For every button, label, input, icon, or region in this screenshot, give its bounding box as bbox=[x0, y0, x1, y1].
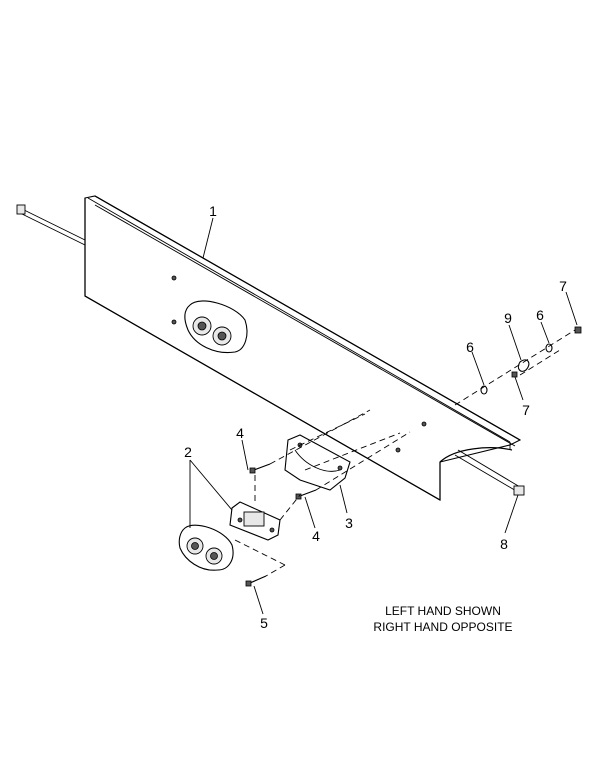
callout-1: 1 bbox=[209, 203, 217, 219]
note-line-1: LEFT HAND SHOWN bbox=[385, 604, 501, 618]
screw-item-4-lower bbox=[295, 489, 317, 500]
nut-item-7-upper bbox=[574, 326, 582, 334]
callout-9: 9 bbox=[504, 310, 512, 326]
lamp-lens-item-2 bbox=[178, 524, 234, 571]
callout-7-lower: 7 bbox=[522, 402, 530, 418]
callout-2: 2 bbox=[184, 444, 192, 460]
callout-4-upper: 4 bbox=[236, 425, 244, 441]
callout-7-upper: 7 bbox=[559, 278, 567, 294]
callout-6-right: 6 bbox=[536, 307, 544, 323]
callout-4-lower: 4 bbox=[312, 528, 320, 544]
assembly-lines bbox=[234, 329, 576, 577]
screw-item-5 bbox=[245, 575, 267, 587]
rod-item-8 bbox=[454, 449, 525, 496]
panel-lamp bbox=[184, 300, 248, 354]
note-line-2: RIGHT HAND OPPOSITE bbox=[373, 620, 512, 634]
rod-left bbox=[16, 204, 86, 246]
callout-8: 8 bbox=[500, 536, 508, 552]
lamp-socket-item-2 bbox=[229, 501, 281, 541]
callout-3: 3 bbox=[345, 515, 353, 531]
callout-5: 5 bbox=[260, 615, 268, 631]
washer-item-6-right bbox=[545, 343, 553, 353]
nut-item-7-lower bbox=[511, 371, 518, 378]
callout-6-left: 6 bbox=[466, 339, 474, 355]
screw-item-4-upper bbox=[249, 463, 271, 474]
rear-panel bbox=[84, 195, 522, 501]
leader-lines bbox=[189, 217, 578, 615]
clip-item-9 bbox=[517, 359, 530, 372]
bracket-item-3 bbox=[284, 434, 351, 491]
